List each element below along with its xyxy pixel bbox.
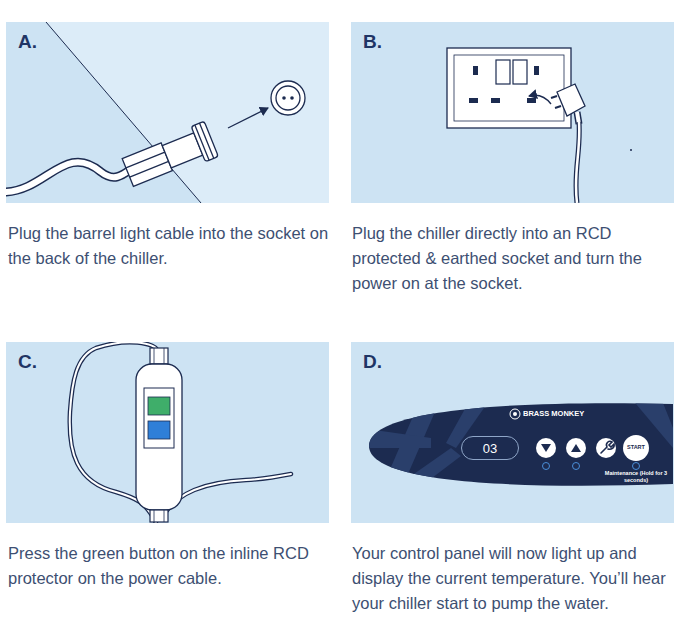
step-caption: Plug the chiller directly into an RCD pr… [352,221,684,296]
step-caption: Press the green button on the inline RCD… [8,541,340,591]
step-panel: B. [351,22,674,203]
step-panel: C. [6,342,329,523]
step-letter: D. [363,351,382,373]
inline-rcd-illustration [6,342,329,523]
start-button: START [623,435,649,461]
brand-name: BRASS MONKEY [523,409,584,418]
step-letter: B. [363,31,382,53]
temperature-display: 03 [461,436,519,460]
maintenance-note: Maintenance (Hold for 3 seconds) [601,470,671,483]
step-caption: Plug the barrel light cable into the soc… [8,221,340,271]
step-panel: D. BRASS MONKEY Maintenance (Hold for 3 s… [351,342,674,523]
barrel-light-illustration [6,22,329,203]
start-label: START [627,445,645,451]
control-panel: BRASS MONKEY Maintenance (Hold for 3 seco… [361,398,673,490]
step-caption: Your control panel will now light up and… [352,541,684,616]
temperature-value: 03 [483,442,497,455]
wall-socket-illustration [351,22,674,203]
step-panel: A. [6,22,329,203]
step-letter: A. [18,31,37,53]
step-letter: C. [18,351,37,373]
